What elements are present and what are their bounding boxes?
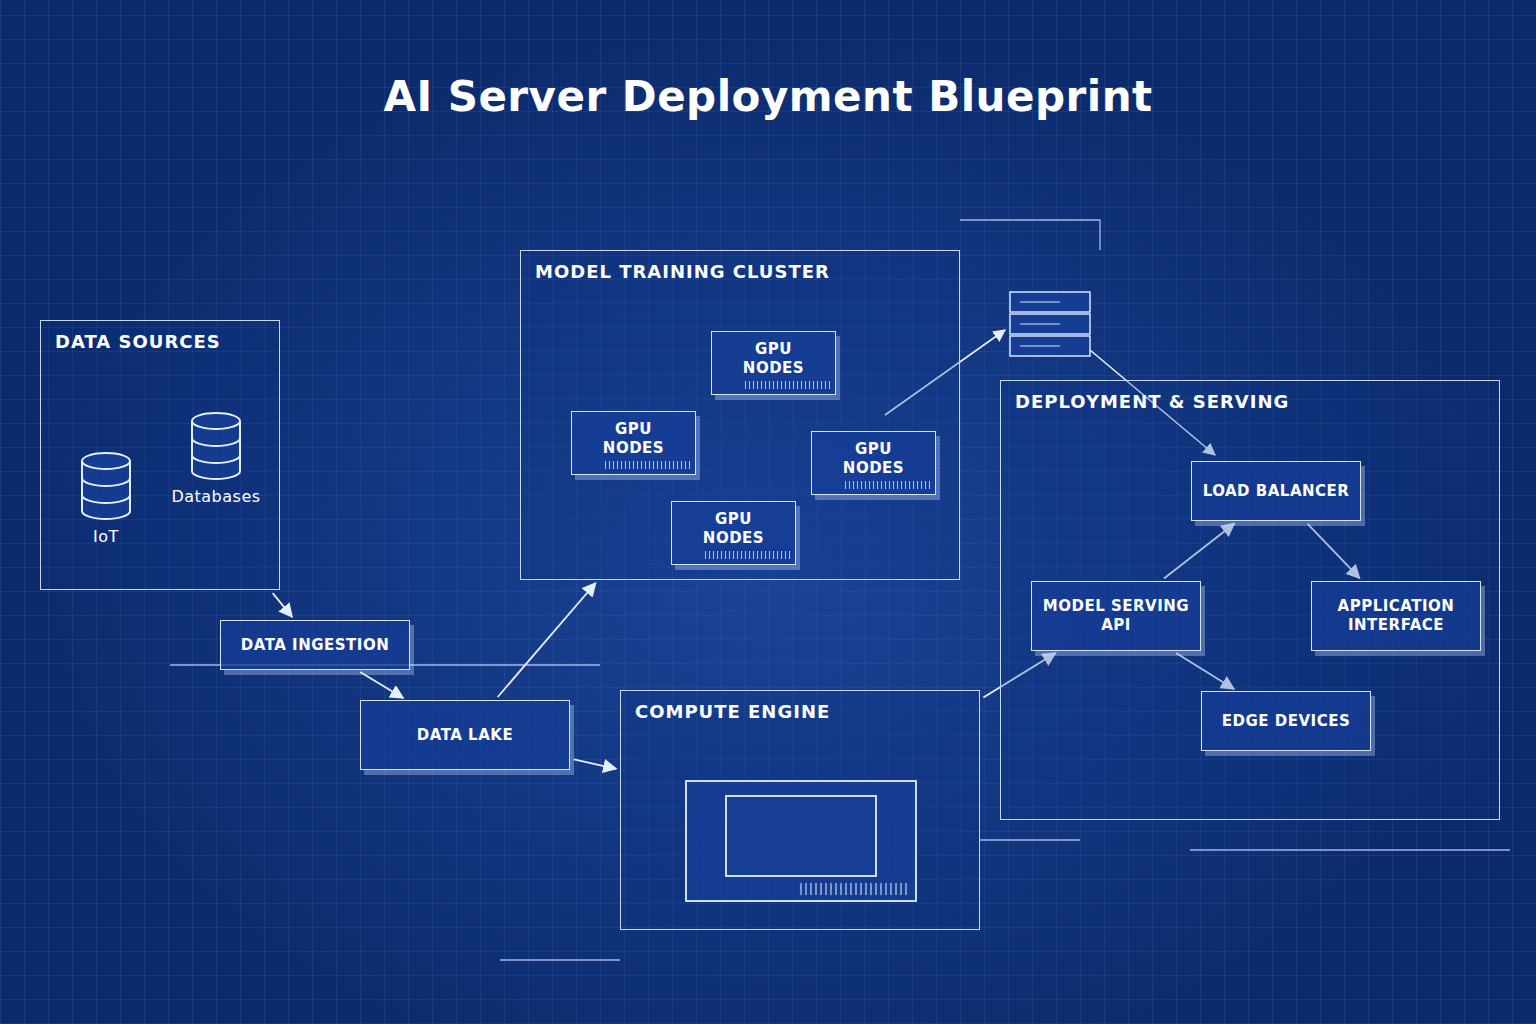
region-heading: DATA SOURCES bbox=[41, 321, 279, 364]
vent-stroke bbox=[801, 883, 802, 895]
node-label: APPLICATION INTERFACE bbox=[1322, 597, 1470, 635]
flow-connector bbox=[273, 593, 292, 617]
platform-lines bbox=[170, 220, 1510, 960]
vent-stroke bbox=[856, 883, 857, 895]
node-label: GPU NODES bbox=[582, 420, 685, 458]
region-heading: COMPUTE ENGINE bbox=[621, 691, 979, 734]
vent-stroke bbox=[831, 883, 832, 895]
vent-stroke bbox=[806, 883, 807, 895]
node-label: DATA INGESTION bbox=[241, 636, 389, 655]
group-region: COMPUTE ENGINE bbox=[620, 690, 980, 930]
vent-stroke bbox=[821, 883, 822, 895]
process-box: GPU NODES bbox=[711, 331, 836, 395]
database-icon bbox=[189, 411, 243, 481]
node-label: LOAD BALANCER bbox=[1203, 482, 1350, 501]
node-label: MODEL SERVING API bbox=[1042, 597, 1190, 635]
process-box: GPU NODES bbox=[571, 411, 696, 475]
vent-stroke bbox=[891, 883, 892, 895]
process-box: MODEL SERVING API bbox=[1031, 581, 1201, 651]
node-label: Databases bbox=[171, 487, 260, 507]
process-box: GPU NODES bbox=[811, 431, 936, 495]
outline bbox=[500, 959, 620, 960]
vent-stroke bbox=[876, 883, 877, 895]
node-label: EDGE DEVICES bbox=[1222, 712, 1350, 731]
outline bbox=[1190, 849, 1510, 850]
group-region: MODEL TRAINING CLUSTER GPU NODES GPU NODES… bbox=[520, 250, 960, 580]
vent-stroke bbox=[881, 883, 882, 895]
node-label: IoT bbox=[93, 527, 119, 547]
database-node: Databases bbox=[161, 411, 271, 521]
group-region: DATA SOURCES IoT Databases bbox=[40, 320, 280, 590]
process-box: DATA LAKE bbox=[360, 700, 570, 770]
process-box: EDGE DEVICES bbox=[1201, 691, 1371, 751]
vent-stroke bbox=[846, 883, 847, 895]
node-label: GPU NODES bbox=[822, 440, 925, 478]
region-heading: DEPLOYMENT & SERVING bbox=[1001, 381, 1499, 424]
vent-stroke bbox=[886, 883, 887, 895]
vent-stroke bbox=[816, 883, 817, 895]
vent-stroke bbox=[826, 883, 827, 895]
vent-stroke bbox=[836, 883, 837, 895]
database-node: IoT bbox=[71, 451, 141, 561]
group-region: DEPLOYMENT & SERVING LOAD BALANCER MODEL S… bbox=[1000, 380, 1500, 820]
vent-stroke bbox=[851, 883, 852, 895]
outline bbox=[960, 220, 1100, 250]
server-detail bbox=[1020, 302, 1060, 346]
process-box: GPU NODES bbox=[671, 501, 796, 565]
vent-stroke bbox=[811, 883, 812, 895]
vent-stroke bbox=[901, 883, 902, 895]
outline bbox=[980, 839, 1080, 840]
process-box: APPLICATION INTERFACE bbox=[1311, 581, 1481, 651]
title: AI Server Deployment Blueprint bbox=[0, 72, 1536, 121]
process-box: LOAD BALANCER bbox=[1191, 461, 1361, 521]
node-label: GPU NODES bbox=[682, 510, 785, 548]
flow-connector bbox=[360, 672, 403, 698]
node-label: DATA LAKE bbox=[417, 726, 513, 745]
process-box: DATA INGESTION bbox=[220, 620, 410, 670]
compute-chip bbox=[681, 761, 921, 911]
vent-stroke bbox=[866, 883, 867, 895]
vent-stroke bbox=[906, 883, 907, 895]
vent-stroke bbox=[841, 883, 842, 895]
flow-connector bbox=[498, 583, 596, 697]
vent-stroke bbox=[871, 883, 872, 895]
vent-stroke bbox=[861, 883, 862, 895]
vent-stroke bbox=[896, 883, 897, 895]
flow-connector bbox=[574, 759, 616, 768]
region-heading: MODEL TRAINING CLUSTER bbox=[521, 251, 959, 294]
database-icon bbox=[79, 451, 133, 521]
node-label: GPU NODES bbox=[722, 340, 825, 378]
server-stack bbox=[1010, 292, 1090, 356]
